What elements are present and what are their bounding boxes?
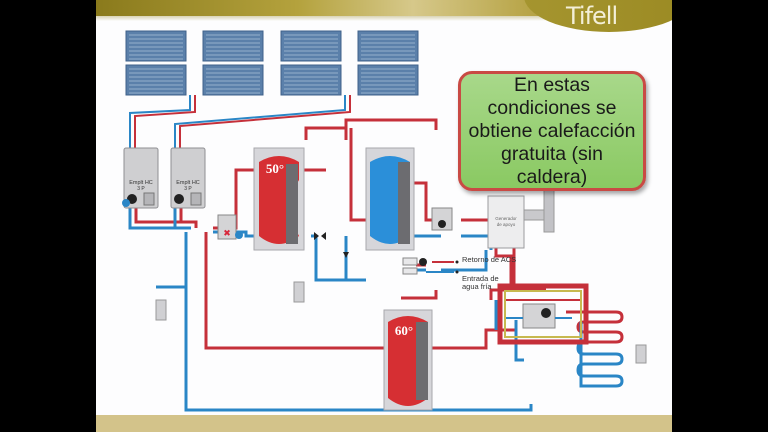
cold-water-pipes (128, 208, 533, 412)
footer-band (96, 415, 672, 432)
solar-panel (280, 30, 342, 62)
solar-panel (357, 64, 419, 96)
expansion-vessel (293, 281, 305, 303)
expansion-vessel (635, 344, 647, 364)
brand-logo: Tifell (566, 2, 618, 30)
pump-icon (174, 194, 184, 204)
pump-icon (438, 220, 446, 228)
boiler-label-2: de apoyo (497, 222, 516, 227)
heat-pump-1-sublabel: 3 P (137, 186, 145, 192)
solar-panel (202, 64, 264, 96)
acs-pump-module (431, 207, 453, 231)
boiler-label: Generador (495, 216, 517, 221)
solar-panel (357, 30, 419, 62)
solar-panel (125, 64, 187, 96)
valve-closed-icon: ✖ (223, 228, 231, 238)
check-valve-icon (343, 252, 349, 258)
solar-pipes (129, 95, 351, 148)
three-way-valve-module: ✖ (217, 214, 243, 240)
tank-buffer-50: 50° (253, 147, 305, 251)
heat-pump-1: Emplt HC 3 P (122, 147, 159, 209)
label-acs-return: Retorno de ACS (462, 255, 517, 264)
mixing-module (522, 303, 556, 329)
solar-panel (280, 64, 342, 96)
check-valves (314, 232, 349, 258)
valve-icon (122, 199, 130, 207)
info-callout: En estas condiciones se obtiene calefacc… (458, 71, 646, 191)
tank-temperature-60: 60° (395, 323, 413, 338)
highlight-frame (497, 283, 589, 345)
solar-panel (202, 30, 264, 62)
pump-icon (541, 308, 551, 318)
heat-pump-2-sublabel: 3 P (184, 186, 192, 192)
boiler: Generador de apoyo (487, 179, 555, 249)
solar-panel (125, 30, 187, 62)
valve-icon (235, 231, 243, 239)
heat-pump-1-label: Emplt HC (129, 180, 153, 186)
underfloor-heating-coils (566, 310, 624, 388)
acs-connections (402, 257, 459, 275)
slide: Tifell (96, 0, 672, 432)
header-band-shadow (96, 16, 672, 21)
tank-acs (365, 147, 415, 251)
heat-pump-2: Emplt HC 3 P (170, 147, 206, 209)
heating-module-highlight (497, 283, 589, 345)
solar-collector-array-right (280, 30, 419, 96)
tank-bottom-60: 60° (383, 309, 433, 411)
solar-collector-array-left (125, 30, 264, 96)
expansion-vessels (155, 281, 647, 364)
hydraulic-diagram: Emplt HC 3 P Emplt HC 3 P ✖ 50° (122, 30, 647, 412)
recirculation-pump-icon (419, 258, 427, 266)
panel-stripes (129, 34, 415, 94)
tank-temperature-50: 50° (266, 161, 284, 176)
expansion-vessel (155, 299, 167, 321)
check-valve-icon (321, 232, 326, 240)
label-cold-water-inlet: Entrada de agua fría (462, 274, 499, 291)
heat-pump-2-label: Emplt HC (176, 180, 200, 186)
check-valve-icon (314, 232, 319, 240)
callout-text: En estas condiciones se obtiene calefacc… (468, 73, 636, 188)
